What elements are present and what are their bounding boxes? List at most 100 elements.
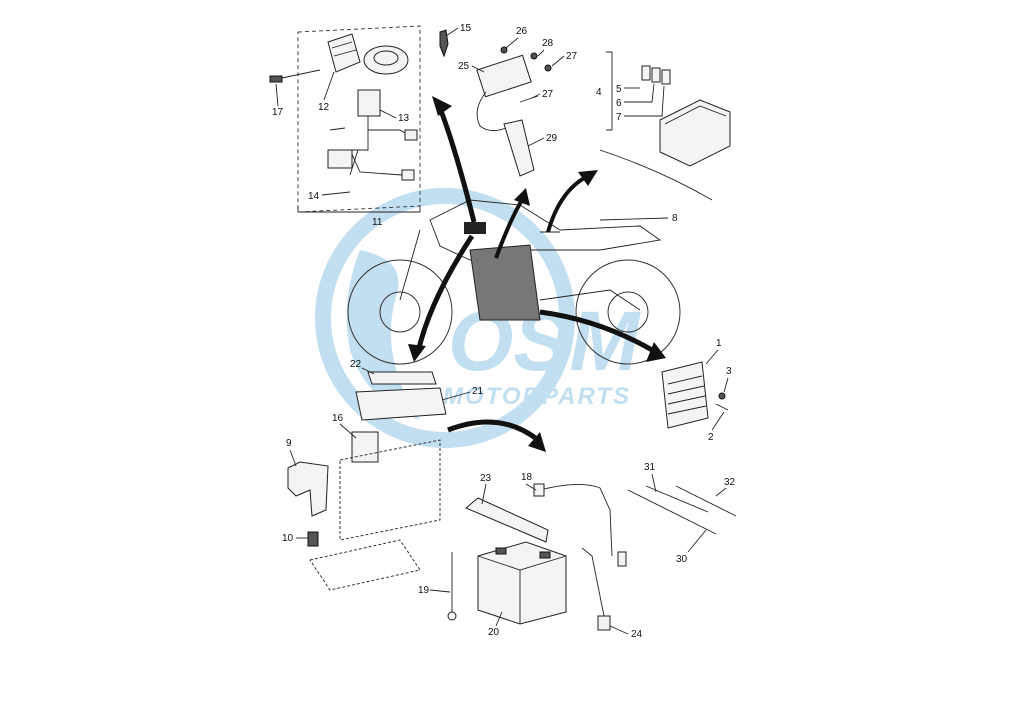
fuse-6 [651, 67, 661, 83]
callout-12: 12 [318, 102, 330, 113]
callout-14: 14 [308, 191, 320, 202]
leader-14 [321, 191, 351, 196]
motorcycle [347, 199, 681, 365]
arrow-to-fuse [546, 174, 589, 233]
cable-24 [581, 547, 605, 617]
coil-part-25 [476, 54, 532, 98]
callout-31: 31 [644, 462, 656, 473]
callout-27b: 27 [542, 89, 554, 100]
callout-7: 7 [616, 112, 622, 123]
front-hub [379, 291, 421, 333]
bolt-27a [544, 64, 552, 72]
callout-10: 10 [282, 533, 294, 544]
fuse-7 [661, 69, 671, 85]
leader-28 [537, 49, 545, 57]
cable-18-connector [617, 551, 627, 567]
rectifier-group [661, 361, 729, 429]
callout-5: 5 [616, 84, 622, 95]
callout-8: 8 [672, 213, 678, 224]
washer-3 [718, 392, 726, 400]
bolt-17-line [281, 69, 321, 79]
cable-18 [539, 484, 613, 557]
leader-21 [441, 391, 471, 401]
arrowhead-ignition [432, 96, 452, 116]
leader-1 [705, 349, 719, 365]
callout-16: 16 [332, 413, 344, 424]
leader-3 [723, 377, 729, 393]
bracket-9 [287, 461, 329, 517]
switch-part [357, 89, 381, 117]
battery-group [447, 483, 627, 631]
callout-20: 20 [488, 627, 500, 638]
swingarm [539, 289, 641, 311]
leader-16 [339, 423, 357, 439]
battery-cover-21 [355, 387, 447, 421]
arrowhead-battery-parts [528, 432, 546, 452]
rear-hub [607, 291, 649, 333]
strap-23 [465, 497, 549, 543]
arrow-to-ignition [437, 107, 477, 223]
watermark-brand: OSM [448, 294, 641, 388]
rectifier-1 [661, 361, 709, 429]
group-11-bracket [297, 206, 421, 213]
arrow-to-rectifier [539, 309, 654, 353]
leader-7 [624, 85, 665, 117]
rear-wheel [575, 259, 681, 365]
fuse-box-detail [664, 105, 727, 125]
callout-15: 15 [460, 23, 472, 34]
cable-24-end [597, 615, 611, 631]
leader-19 [429, 589, 451, 593]
callout-28: 28 [542, 38, 554, 49]
tie-32 [675, 485, 737, 517]
watermark-globe-shape [346, 250, 420, 420]
bolt-17 [269, 75, 283, 83]
callout-24: 24 [631, 629, 643, 640]
ignition-group [269, 25, 421, 213]
cable-ties [627, 485, 737, 535]
leader-24 [609, 625, 629, 635]
fuse-box [659, 99, 731, 167]
leader-9 [289, 449, 297, 467]
callout-32: 32 [724, 477, 736, 488]
fuse-box-group [599, 51, 731, 201]
callout-9: 9 [286, 438, 292, 449]
leader-26 [505, 37, 519, 49]
bolt-27b [519, 95, 539, 103]
leader-2 [711, 411, 725, 431]
ecu-box-detail [331, 41, 357, 57]
battery-edges [477, 555, 567, 624]
leader-20 [495, 611, 503, 627]
cap-inner [373, 50, 399, 66]
fork [399, 229, 421, 301]
bolt-2 [715, 403, 729, 411]
callout-4: 4 [596, 87, 602, 98]
callout-6: 6 [616, 98, 622, 109]
callout-27a: 27 [566, 51, 578, 62]
leader-31 [651, 473, 657, 493]
battery-terminal-b [539, 551, 551, 559]
group-4-bracket [606, 51, 613, 131]
arrows [408, 96, 666, 452]
arrowhead-rectifier [646, 342, 666, 362]
callout-13: 13 [398, 113, 410, 124]
leader-8 [599, 217, 669, 221]
starter-relay-16 [351, 431, 379, 463]
callout-11: 11 [372, 217, 383, 228]
callouts: 1 2 3 4 5 6 7 8 9 10 11 12 13 14 15 16 1… [272, 23, 736, 640]
leader-17 [275, 83, 279, 107]
callout-18: 18 [521, 472, 533, 483]
cable-19-end [447, 611, 457, 621]
leader-12 [323, 71, 335, 101]
leader-13 [379, 109, 397, 119]
leader-23 [481, 483, 487, 505]
arrow-to-coil [494, 198, 524, 259]
leader-6 [624, 83, 655, 103]
battery-20 [477, 541, 567, 625]
battery-cover-group [355, 371, 447, 421]
callout-25: 25 [458, 61, 470, 72]
coil-group [439, 29, 552, 177]
leader-27b [531, 93, 541, 99]
engine-block [469, 244, 541, 321]
battery-terminal-a [495, 547, 507, 555]
coil-wire [476, 91, 507, 131]
